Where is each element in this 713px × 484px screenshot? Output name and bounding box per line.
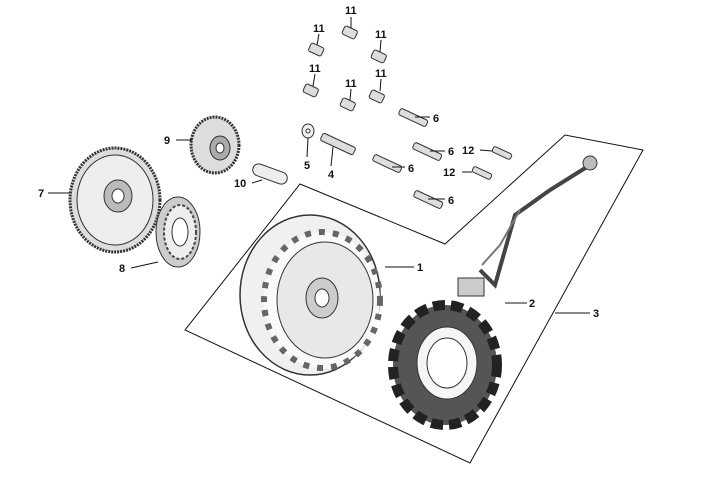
one-way-clutch: [155, 196, 201, 268]
callout-4: 4: [328, 169, 335, 181]
callout-9: 9: [164, 135, 170, 147]
callout-6c: 6: [408, 163, 414, 175]
callout-8: 8: [119, 263, 125, 275]
callout-11c: 11: [375, 29, 387, 41]
callout-11d: 11: [309, 63, 321, 75]
callout-1: 1: [417, 262, 423, 274]
callout-5: 5: [304, 160, 310, 172]
shaft-pin: [252, 163, 288, 185]
bolts: [301, 25, 513, 209]
callout-6d: 6: [448, 195, 454, 207]
leader-lines: [48, 17, 590, 314]
callout-6a: 6: [433, 113, 439, 125]
callout-12a: 12: [462, 145, 474, 157]
idle-gear: [189, 115, 241, 175]
callout-2: 2: [529, 298, 535, 310]
callout-3: 3: [593, 308, 599, 320]
callout-11f: 11: [375, 68, 387, 80]
callout-7: 7: [38, 188, 44, 200]
callout-10: 10: [234, 178, 246, 190]
callout-12b: 12: [443, 167, 455, 179]
callout-11b: 11: [313, 23, 325, 35]
starter-gear: [68, 146, 162, 254]
callout-11e: 11: [345, 78, 357, 90]
callout-6b: 6: [448, 146, 454, 158]
stator-assembly-outline: [184, 134, 644, 464]
callout-11a: 11: [345, 5, 357, 17]
stator-coil: [388, 155, 598, 430]
flywheel-rotor: [239, 214, 383, 376]
